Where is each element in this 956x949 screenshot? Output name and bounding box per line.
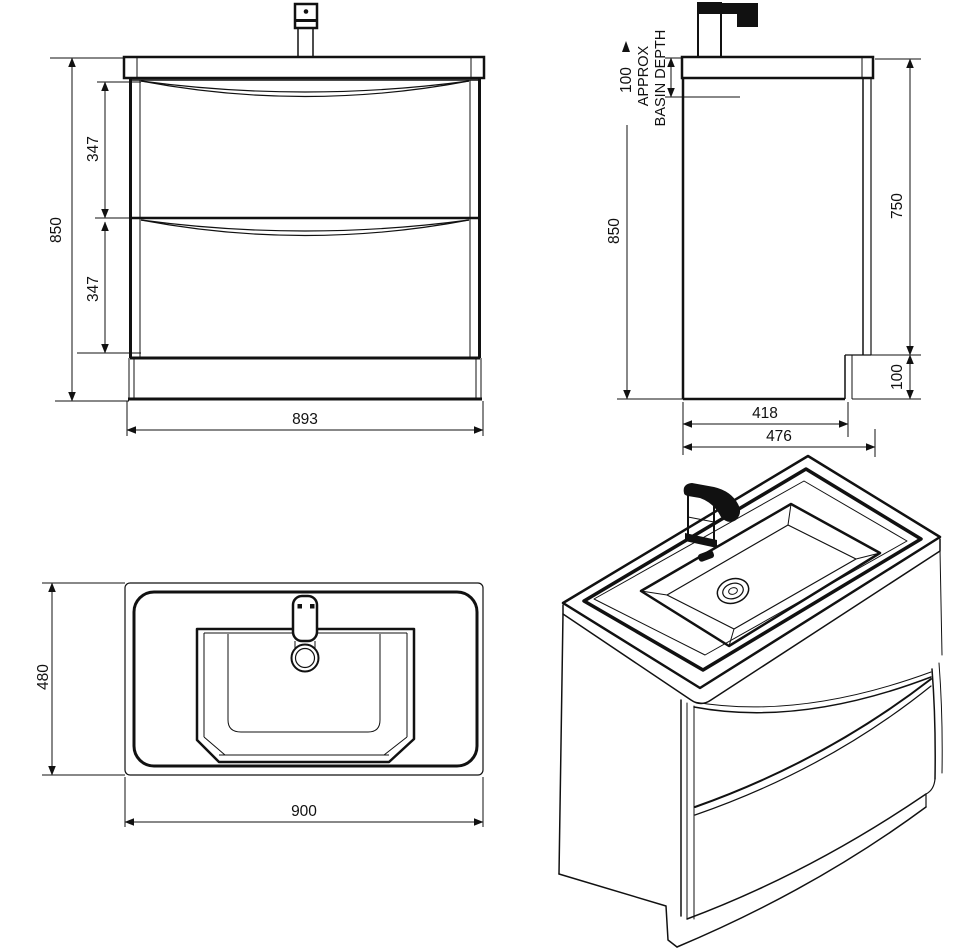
front-drawers: [129, 79, 481, 360]
dim-side-unit-height: 750: [889, 193, 906, 219]
basin-depth-arrow-icon: [622, 41, 630, 52]
label-basin-depth-approx: APPROX: [636, 45, 652, 106]
dim-side-basin-depth: 100: [618, 67, 635, 93]
perspective-cabinet: [558, 549, 943, 948]
plan-vanity-drawing: [124, 582, 484, 776]
plan-tap: [290, 594, 320, 673]
front-tap: [293, 2, 319, 57]
front-countertop: [122, 55, 486, 80]
perspective-view: [558, 454, 943, 948]
side-vanity-drawing: [665, 2, 875, 401]
label-basin-depth-note: BASIN DEPTH: [653, 30, 669, 127]
dim-side-overall-depth: 476: [766, 428, 792, 445]
dim-side-overall-height: 850: [606, 218, 623, 244]
front-vanity-drawing: [122, 2, 486, 401]
dim-plan-overall-depth: 480: [35, 664, 52, 690]
side-elevation-view: 100 APPROX BASIN DEPTH 850 750 100 418 4…: [606, 2, 921, 457]
dim-front-overall-height: 850: [48, 217, 65, 243]
overflow-icon: [697, 550, 715, 562]
perspective-basin: [639, 502, 882, 648]
side-cabinet: [681, 78, 872, 401]
side-countertop: [680, 55, 875, 80]
side-tap: [697, 2, 758, 58]
dim-front-overall-width: 893: [292, 411, 318, 428]
drain-icon: [716, 577, 750, 605]
perspective-countertop: [561, 454, 942, 705]
perspective-tap: [683, 483, 741, 548]
dim-side-plinth-height: 100: [889, 364, 906, 390]
dim-side-cabinet-depth: 418: [752, 405, 778, 422]
front-elevation-view: 850 347 347 893: [48, 2, 486, 436]
plan-view: 480 900: [35, 582, 484, 827]
dim-plan-overall-width: 900: [291, 803, 317, 820]
plan-dimensions: 480 900: [35, 582, 484, 827]
dim-front-bottom-drawer-height: 347: [85, 276, 102, 302]
plan-countertop-inner: [132, 590, 479, 768]
dim-front-top-drawer-height: 347: [85, 136, 102, 162]
side-dimensions: 100 APPROX BASIN DEPTH 850 750 100 418 4…: [606, 30, 921, 457]
front-dimensions: 850 347 347 893: [48, 57, 484, 436]
plan-basin: [195, 627, 416, 764]
plan-countertop-outer: [124, 582, 484, 776]
front-plinth: [128, 358, 482, 401]
